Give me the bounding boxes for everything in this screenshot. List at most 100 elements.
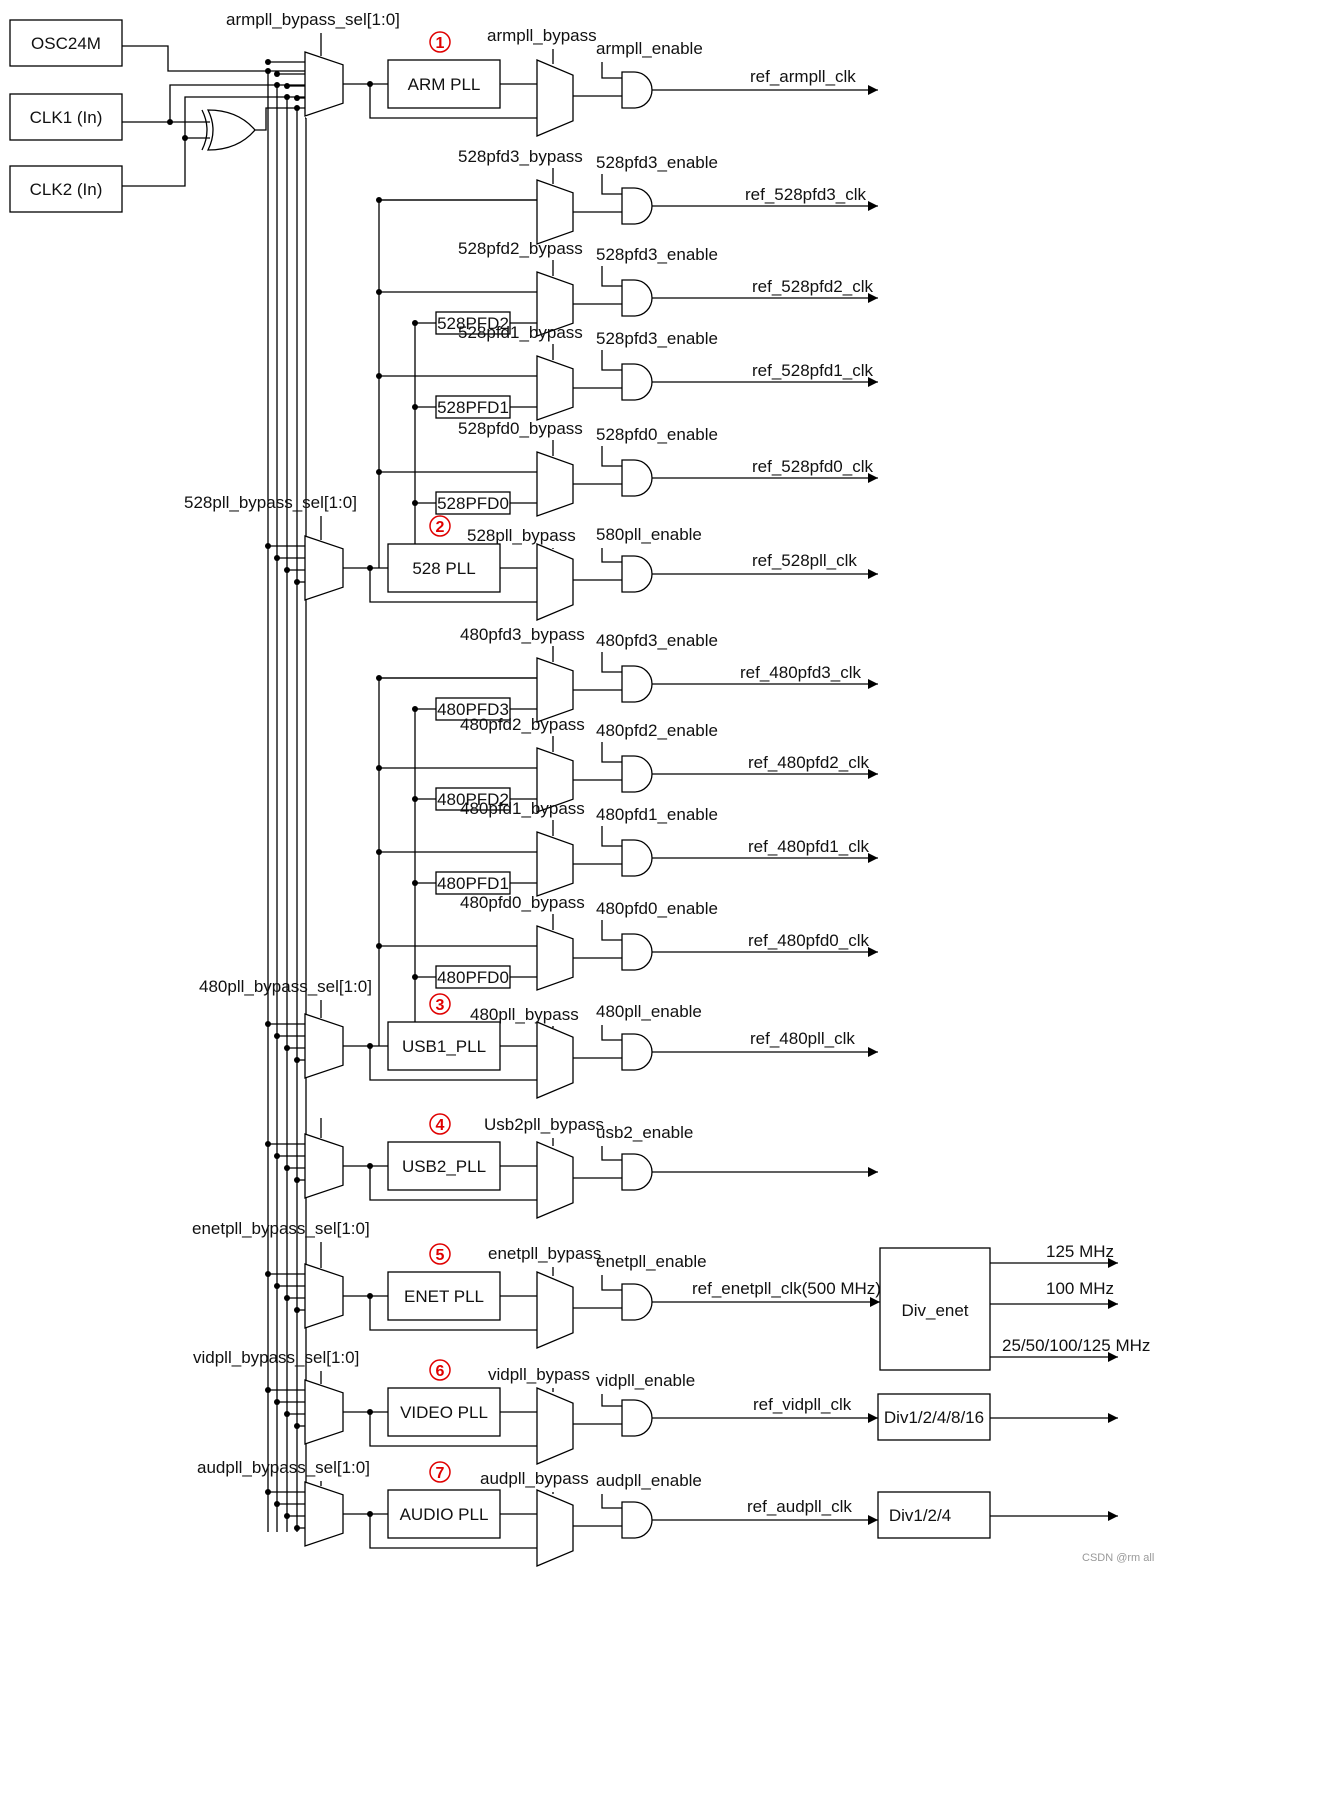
enable-label-usb2: usb2_enable [596, 1123, 693, 1142]
enable-label-528pfd3: 528pfd3_enable [596, 153, 718, 172]
pll-arm-label: ARM PLL [408, 75, 481, 94]
enable-label-480pfd1: 480pfd1_enable [596, 805, 718, 824]
junction-dot [274, 1033, 280, 1039]
wire [601, 350, 622, 371]
div-video-label: Div1/2/4/8/16 [884, 1408, 984, 1427]
pfd-block-528pfd1 [435, 395, 511, 419]
and-gate [621, 1033, 653, 1071]
junction-dot [274, 71, 280, 77]
wire [369, 1296, 537, 1331]
output-label-enet: ref_enetpll_clk(500 MHz) [692, 1279, 881, 1298]
bypass-label-480pfd1: 480pfd1_bypass [460, 799, 585, 818]
input-osc24m-label: OSC24M [31, 34, 101, 53]
junction-dot [376, 675, 382, 681]
pfd-block-528pfd1-label: 528PFD1 [437, 398, 509, 417]
pll-number-usb1-circle [429, 993, 451, 1015]
enable-label-480pfd3: 480pfd3_enable [596, 631, 718, 650]
sel-label-p528: 528pll_bypass_sel[1:0] [184, 493, 357, 512]
sel-label-usb1: 480pll_bypass_sel[1:0] [199, 977, 372, 996]
pll-number-arm-circle [429, 31, 451, 53]
junction-dot [367, 1043, 373, 1049]
pll-video [387, 1387, 501, 1437]
wire [369, 1046, 537, 1081]
mux-symbol [536, 747, 574, 813]
junction-dot [376, 197, 382, 203]
xor-gate-back [201, 109, 208, 151]
enable-label-480pfd0: 480pfd0_enable [596, 899, 718, 918]
mux-symbol [304, 1263, 344, 1329]
junction-dot [284, 83, 290, 89]
bypass-label-usb1: 480pll_bypass [470, 1005, 579, 1024]
and-gate [621, 555, 653, 593]
pfd-block-480pfd1 [435, 871, 511, 895]
pfd-block-480pfd2-label: 480PFD2 [437, 790, 509, 809]
pll-number-usb2-circle [429, 1113, 451, 1135]
junction-dot [376, 765, 382, 771]
enable-label-video: vidpll_enable [596, 1371, 695, 1390]
junction-dot [265, 1271, 271, 1277]
and-gate [621, 71, 653, 109]
pll-enet [387, 1271, 501, 1321]
mux-symbol [304, 51, 344, 117]
mux-symbol [536, 179, 574, 245]
and-gate [621, 755, 653, 793]
and-gate [621, 187, 653, 225]
output-label-528pfd3: ref_528pfd3_clk [745, 185, 866, 204]
wire [601, 652, 622, 673]
pll-p528 [387, 543, 501, 593]
sel-label-enet: enetpll_bypass_sel[1:0] [192, 1219, 370, 1238]
input-clk1 [9, 93, 123, 141]
wire [601, 1494, 622, 1509]
bypass-label-480pfd3: 480pfd3_bypass [460, 625, 585, 644]
wire [601, 1146, 622, 1161]
input-clk2-label: CLK2 (In) [30, 180, 103, 199]
input-clk2 [9, 165, 123, 213]
bypass-label-usb2: Usb2pll_bypass [484, 1115, 604, 1134]
junction-dot [412, 706, 418, 712]
pll-number-enet-circle [429, 1243, 451, 1265]
junction-dot [265, 68, 271, 74]
junction-dot [412, 404, 418, 410]
div-video-block [877, 1393, 991, 1441]
junction-dot [376, 849, 382, 855]
pfd-block-480pfd2 [435, 787, 511, 811]
junction-dot [284, 1295, 290, 1301]
bypass-label-528pfd1: 528pfd1_bypass [458, 323, 583, 342]
wire [601, 548, 622, 563]
pfd-block-480pfd3 [435, 697, 511, 721]
bypass-label-528pfd2: 528pfd2_bypass [458, 239, 583, 258]
junction-dot [376, 943, 382, 949]
output-label-480pfd2: ref_480pfd2_clk [748, 753, 869, 772]
wire [369, 568, 537, 603]
mux-symbol [536, 1141, 574, 1219]
junction-dot [294, 579, 300, 585]
junction-dot [265, 1021, 271, 1027]
bypass-label-audio: audpll_bypass [480, 1469, 589, 1488]
bypass-label-video: vidpll_bypass [488, 1365, 590, 1384]
div-enet-block [879, 1247, 991, 1371]
junction-dot [294, 1307, 300, 1313]
input-osc24m [9, 19, 123, 67]
and-gate [621, 839, 653, 877]
junction-dot [412, 320, 418, 326]
mux-symbol [536, 1489, 574, 1567]
pll-usb2 [387, 1141, 501, 1191]
output-label-480pfd1: ref_480pfd1_clk [748, 837, 869, 856]
and-gate [621, 1153, 653, 1191]
junction-dot [182, 135, 188, 141]
mux-symbol [536, 1021, 574, 1099]
junction-dot [265, 59, 271, 65]
pll-p528-label: 528 PLL [412, 559, 475, 578]
mux-symbol [536, 451, 574, 517]
junction-dot [412, 796, 418, 802]
junction-dot [294, 1525, 300, 1531]
and-gate [621, 665, 653, 703]
mux-symbol [536, 1387, 574, 1465]
and-gate [621, 933, 653, 971]
junction-dot [284, 94, 290, 100]
junction-dot [376, 289, 382, 295]
xor-gate [206, 109, 256, 151]
wire [369, 1166, 537, 1201]
pll-number-enet: 5 [436, 1247, 445, 1264]
